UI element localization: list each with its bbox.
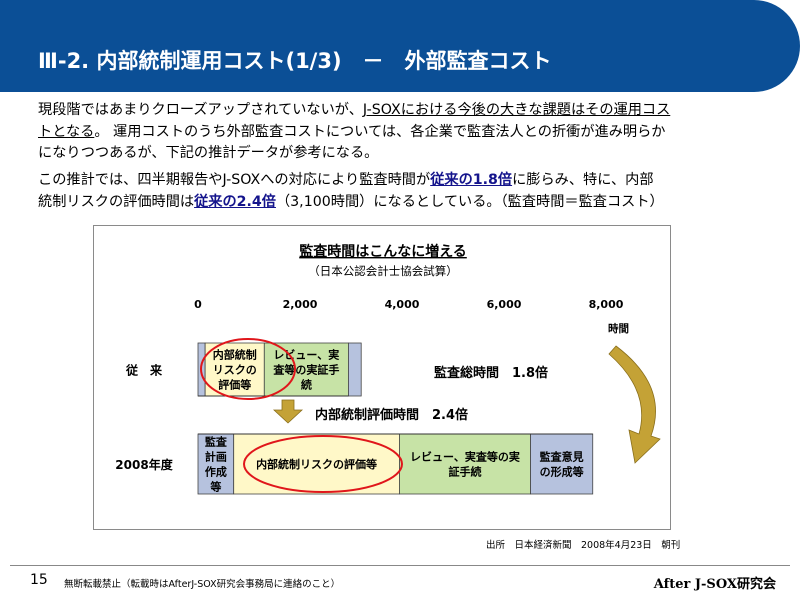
- x-unit-label: 時間: [608, 322, 629, 335]
- p1-line1-a: 現段階ではあまりクローズアップされていないが、: [38, 102, 363, 118]
- x-tick-label: 2,000: [283, 298, 318, 311]
- segment-label: 証手続: [448, 465, 481, 479]
- bar-segment: [348, 342, 362, 397]
- p2-line2-b: （3,100時間）になるとしている。（監査時間＝監査コスト）: [275, 193, 664, 210]
- x-tick-label: 6,000: [487, 298, 522, 311]
- chart-title: 監査時間はこんなに増える: [299, 243, 467, 260]
- highlight-circle: [200, 338, 296, 400]
- segment-label: 等: [209, 480, 221, 494]
- row-label: 従 来: [125, 363, 163, 378]
- p1-line2-underlined: トとなる: [38, 123, 95, 140]
- slide-title: Ⅲ-2. 内部統制運用コスト(1/3) － 外部監査コスト: [38, 49, 552, 73]
- down-arrow-icon: [272, 399, 304, 424]
- source-note: 出所 日本経済新聞 2008年4月23日 朝刊: [486, 540, 681, 551]
- segment-label: レビュー、実査等の実: [410, 450, 520, 464]
- p2-line1-b: に膨らみ、特に、内部: [512, 172, 654, 188]
- segment-label: 計画: [205, 450, 227, 464]
- curved-arrow-icon: [608, 345, 661, 464]
- copyright-notice: 無断転載禁止（転載時はAfterJ-SOX研究会事務局に連絡のこと）: [64, 579, 341, 590]
- p2-line1-a: この推計では、四半期報告やJ-SOXへの対応により監査時間が: [38, 172, 431, 188]
- segment-label: 内部統制リスクの評価等: [256, 457, 377, 471]
- p1-line2-b: 。 運用コストのうち外部監査コストについては、各企業で監査法人との折衝が進み明ら…: [94, 123, 666, 140]
- segment-label: レビュー、実: [273, 348, 339, 362]
- segment-label: 査等の実証手: [273, 363, 339, 377]
- footer-divider: [10, 565, 790, 566]
- bar-segment: [530, 433, 594, 495]
- segment-label: 監査意見: [540, 450, 584, 464]
- bar-segment: [197, 433, 235, 495]
- paragraph-2: この推計では、四半期報告やJ-SOXへの対応により監査時間が従来の1.8倍に膨ら…: [38, 170, 664, 213]
- title-bar: Ⅲ-2. 内部統制運用コスト(1/3) － 外部監査コスト: [0, 0, 800, 92]
- bar-segment: [233, 433, 400, 495]
- row-label: 2008年度: [115, 457, 173, 472]
- p1-line3: になりつつあるが、下記の推計データが参考になる。: [38, 145, 379, 161]
- p2-line2-highlight: 従来の2.4倍: [194, 193, 276, 210]
- segment-label: 続: [301, 378, 312, 392]
- p2-line1-highlight: 従来の1.8倍: [430, 172, 513, 188]
- x-tick-label: 8,000: [589, 298, 624, 311]
- paragraph-1: 現段階ではあまりクローズアップされていないが、J-SOXにおける今後の大きな課題…: [38, 100, 670, 165]
- chart-frame: 監査時間はこんなに増える （日本公認会計士協会試算） 0 2,000 4,000 6,00…: [93, 225, 671, 530]
- p2-line2-a: 統制リスクの評価時間は: [38, 193, 195, 210]
- x-tick-label: 4,000: [385, 298, 420, 311]
- highlight-circle: [243, 435, 403, 493]
- chart-subtitle: （日本公認会計士協会試算）: [308, 264, 458, 278]
- audit-hours-chart: 監査時間はこんなに増える （日本公認会計士協会試算） 0 2,000 4,000 6,00…: [115, 243, 661, 495]
- p1-line1-underlined: J-SOXにおける今後の大きな課題はその運用コス: [362, 102, 671, 118]
- segment-label: リスクの: [213, 364, 257, 377]
- segment-label: 内部統制: [213, 348, 257, 362]
- segment-label: 監査: [205, 435, 227, 449]
- segment-label: の形成等: [540, 465, 584, 479]
- organization-name: After J-SOX研究会: [653, 577, 776, 592]
- annotation-control: 内部統制評価時間 2.4倍: [315, 407, 468, 423]
- bar-segment: [399, 433, 531, 495]
- x-tick-label: 0: [194, 298, 202, 311]
- page-number: 15: [30, 572, 48, 588]
- annotation-total: 監査総時間 1.8倍: [434, 365, 548, 381]
- segment-label: 作成: [205, 465, 227, 479]
- segment-label: 評価等: [218, 378, 251, 392]
